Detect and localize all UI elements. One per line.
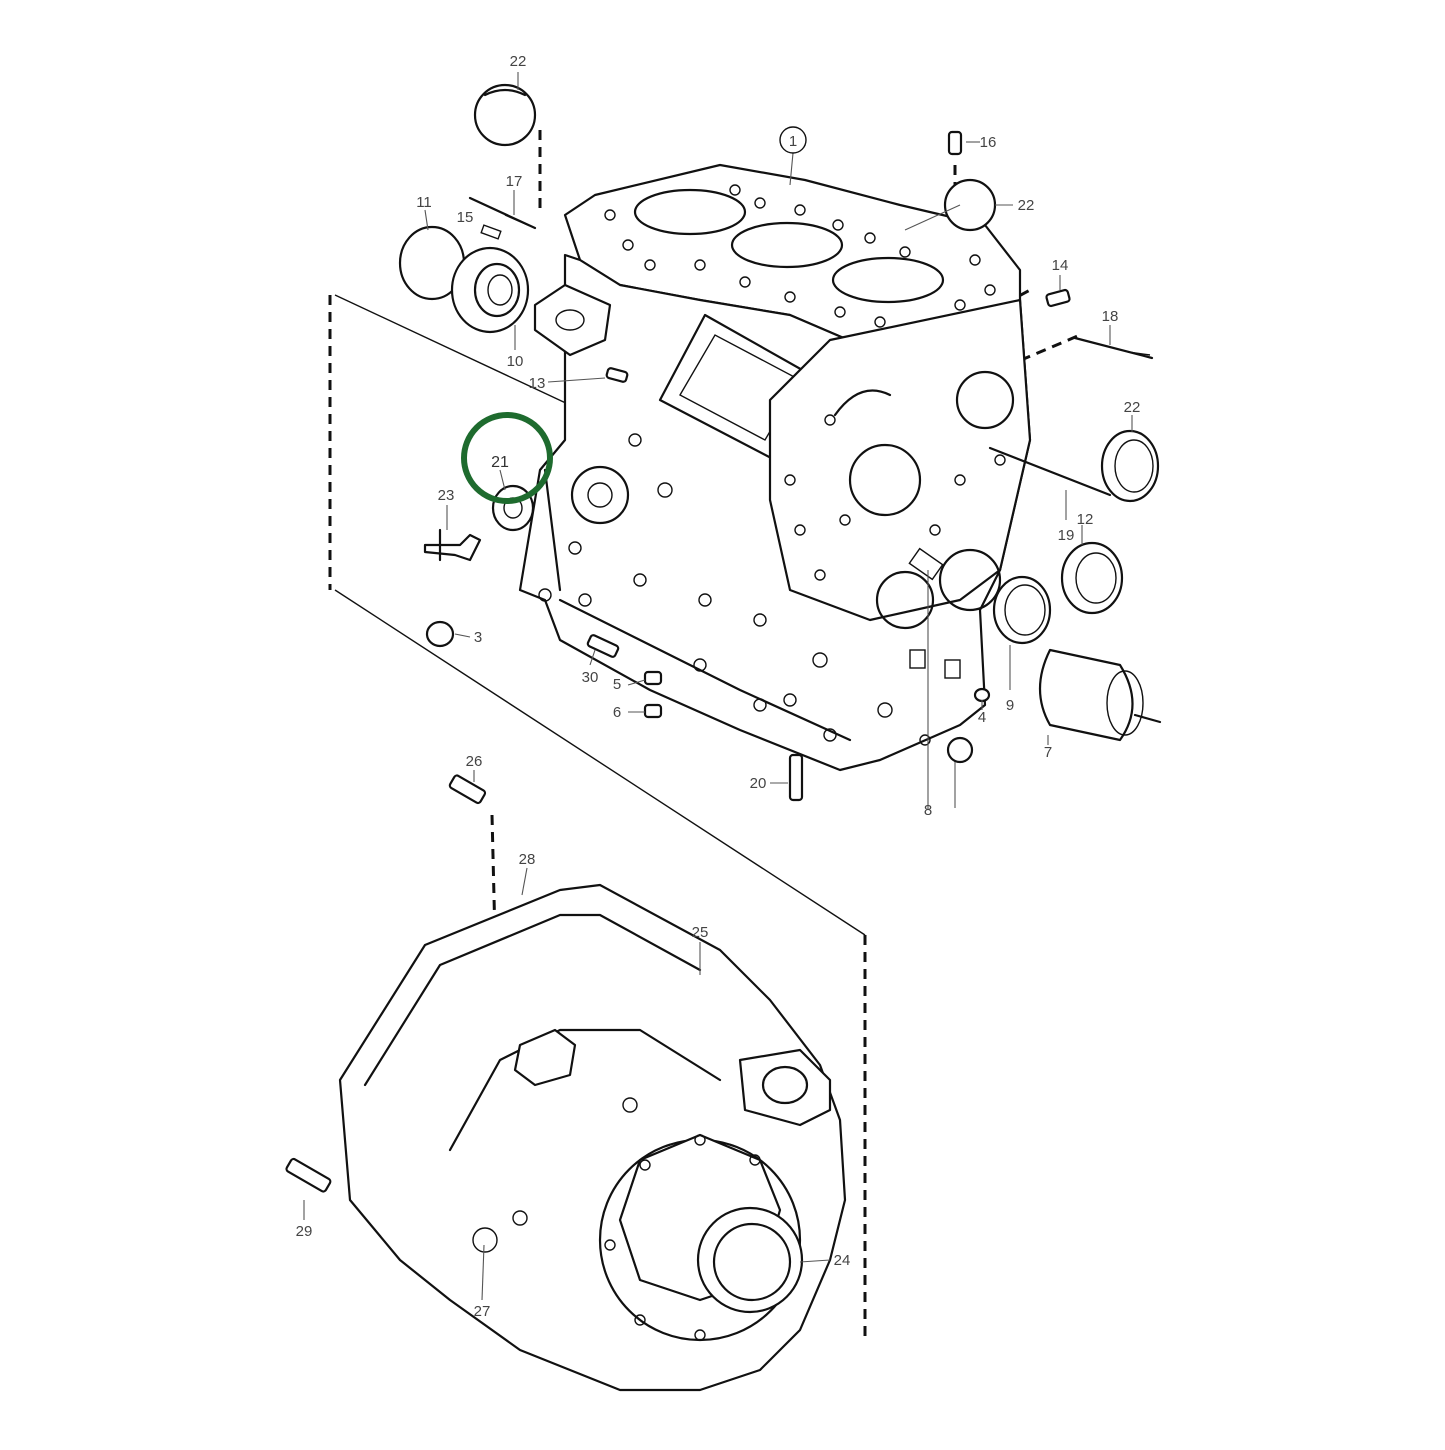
callout-6: 6 [613,704,621,721]
callout-8: 8 [924,802,932,819]
callout-5: 5 [613,676,621,693]
callout-18: 18 [1102,308,1119,325]
callout-12: 12 [1077,511,1094,528]
engine-block [518,163,1032,772]
leader-lines [303,72,1133,1301]
callout-26: 26 [466,753,483,770]
callout-17: 17 [506,173,523,190]
callout-7: 7 [1044,744,1052,761]
callout-30: 30 [582,669,599,686]
callout-19: 19 [1058,527,1075,544]
callout-24: 24 [834,1252,851,1269]
callout-22-right: 22 [1124,399,1141,416]
callout-21: 21 [491,454,509,471]
callout-22-right-top: 22 [1018,197,1035,214]
callout-1-circle [779,126,807,154]
callout-20: 20 [750,775,767,792]
loose-parts-upper [398,83,1162,802]
callout-29: 29 [296,1223,313,1240]
bell-housing [285,774,847,1392]
callout-15: 15 [457,209,474,226]
callout-13: 13 [529,375,546,392]
callout-10: 10 [507,353,524,370]
callout-16: 16 [980,134,997,151]
callout-3: 3 [474,629,482,646]
highlight-ring [461,412,553,504]
callout-14: 14 [1052,257,1069,274]
callout-1: 1 [789,133,797,150]
callout-28: 28 [519,851,536,868]
callout-labels: 1 3 4 5 6 7 8 9 10 11 12 13 14 15 16 17 … [296,53,1141,1320]
callout-9: 9 [1006,697,1014,714]
callout-23: 23 [438,487,455,504]
callout-22-top: 22 [510,53,527,70]
callout-25: 25 [692,924,709,941]
callout-4: 4 [978,709,986,726]
plug-22-top [473,83,537,147]
highlighted-callout-21[interactable]: 21 [461,412,553,504]
callout-27: 27 [474,1303,491,1320]
callout-11: 11 [416,194,432,211]
